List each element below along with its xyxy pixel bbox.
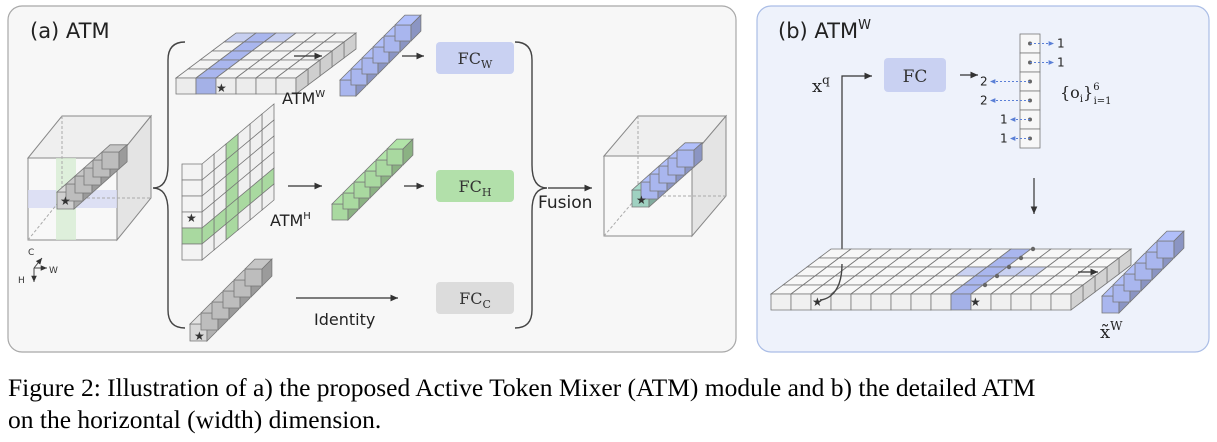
- sample-dot: [1030, 246, 1036, 252]
- width-grid-cell-side: [295, 68, 309, 95]
- fc-w-box: FCW: [436, 42, 514, 74]
- query-grid-cell-front: [770, 293, 792, 311]
- right-brace: [514, 41, 548, 329]
- panel-a-title: (a) ATM: [30, 19, 110, 43]
- sampling-curve: [819, 263, 843, 301]
- input-star-icon: ★: [60, 194, 71, 208]
- output-w-token-front: [1156, 240, 1175, 259]
- height-grid: [181, 103, 275, 261]
- sample-dot: [1018, 255, 1024, 261]
- caption-line-1: Figure 2: Illustration of a) the propose…: [8, 373, 1036, 402]
- sampled-star-icon: ★: [970, 295, 981, 309]
- channel-token-front: [244, 268, 263, 287]
- query-grid-cell-front: [850, 293, 872, 311]
- input-token-side: [118, 143, 128, 170]
- left-brace: [152, 41, 186, 329]
- output-token-front: [676, 149, 695, 168]
- query-grid-cell-front: [890, 293, 912, 311]
- width-grid-cell-front: [235, 77, 257, 95]
- height-grid-front: [181, 243, 203, 261]
- output-token-side: [693, 141, 703, 168]
- height-token-side: [402, 138, 414, 166]
- sample-dot: [994, 273, 1000, 279]
- svg-text:FCC: FCC: [459, 289, 491, 311]
- channel-token-tube: [189, 258, 273, 342]
- sampled-grid-cell-front: [1050, 293, 1072, 311]
- query-star-icon: ★: [812, 295, 823, 309]
- atm-w-label: ATMW: [282, 89, 325, 108]
- channel-star-icon: ★: [194, 329, 205, 343]
- height-token-front: [386, 148, 404, 166]
- width-grid-cell-front: [195, 77, 217, 95]
- query-token-grid: [769, 248, 993, 311]
- figure-caption: Figure 2: Illustration of a) the propose…: [8, 372, 1213, 436]
- caption-line-2: on the horizontal (width) dimension.: [8, 405, 382, 434]
- svg-text:FC: FC: [903, 67, 928, 87]
- offset-value: 2: [980, 94, 988, 108]
- sampled-token-grid: [929, 246, 1133, 311]
- svg-text:FCH: FCH: [459, 177, 492, 199]
- axis-c-label: C: [28, 248, 34, 258]
- sampled-grid-cell-front: [1010, 293, 1032, 311]
- width-token-tube: [339, 14, 422, 97]
- sampled-grid-cell-front: [950, 293, 972, 311]
- axes-indicator: C H W: [18, 248, 58, 286]
- fc-h-box: FCH: [436, 170, 514, 202]
- height-grid-front: [181, 195, 203, 213]
- output-feature-cube: ★: [602, 114, 728, 238]
- output-w-token-side: [1173, 230, 1185, 259]
- xq-path: [841, 72, 872, 264]
- input-feature-cube: ★: [26, 114, 153, 242]
- sampled-grid-cell-side: [1070, 284, 1084, 311]
- width-token-side: [410, 14, 422, 42]
- height-grid-front: [181, 227, 203, 245]
- height-star-icon: ★: [186, 211, 197, 225]
- width-star-icon: ★: [216, 81, 227, 95]
- panel-b-fc-box: FC: [884, 58, 946, 92]
- fusion-label: Fusion: [538, 193, 592, 213]
- axis-w-label: W: [49, 266, 58, 276]
- offset-value: 2: [980, 75, 988, 89]
- svg-text:FCW: FCW: [458, 49, 493, 71]
- fc-c-box: FCC: [436, 282, 514, 314]
- height-grid-front: [181, 179, 203, 197]
- offset-value: 1: [1057, 37, 1065, 51]
- figure: (a) ATM (b) ATMW ★ C H W ★ ATMW FCW ★: [7, 5, 1210, 353]
- offset-value: 1: [1000, 132, 1008, 146]
- identity-label: Identity: [314, 310, 375, 329]
- query-grid-cell-front: [790, 293, 812, 311]
- channel-token-side: [261, 258, 273, 287]
- axis-h-label: H: [18, 276, 25, 286]
- output-star-icon: ★: [636, 193, 647, 207]
- width-grid-cell-front: [255, 77, 277, 95]
- sample-dot: [982, 282, 988, 288]
- xq-label: xq: [812, 73, 830, 97]
- sampled-grid-cell-front: [990, 293, 1012, 311]
- query-grid-cell-front: [830, 293, 852, 311]
- width-token-front: [394, 24, 412, 42]
- sampled-grid-cell-front: [1030, 293, 1052, 311]
- input-token-front: [101, 151, 120, 170]
- width-grid-cell-front: [175, 77, 197, 95]
- output-token-tube: [1101, 230, 1185, 314]
- query-grid-cell-front: [910, 293, 932, 311]
- sample-dot: [1006, 264, 1012, 270]
- height-grid-front: [181, 163, 203, 181]
- query-grid-cell-front: [870, 293, 892, 311]
- height-token-tube: [331, 138, 414, 221]
- offset-value: 1: [1057, 56, 1065, 70]
- width-grid: [174, 32, 358, 95]
- offset-value: 1: [1000, 113, 1008, 127]
- panel-b-title: (b) ATMW: [778, 18, 871, 43]
- atm-h-label: ATMH: [270, 211, 311, 230]
- sampled-grid-cell-front: [930, 293, 952, 311]
- output-xw-label: x̃W: [1100, 319, 1123, 343]
